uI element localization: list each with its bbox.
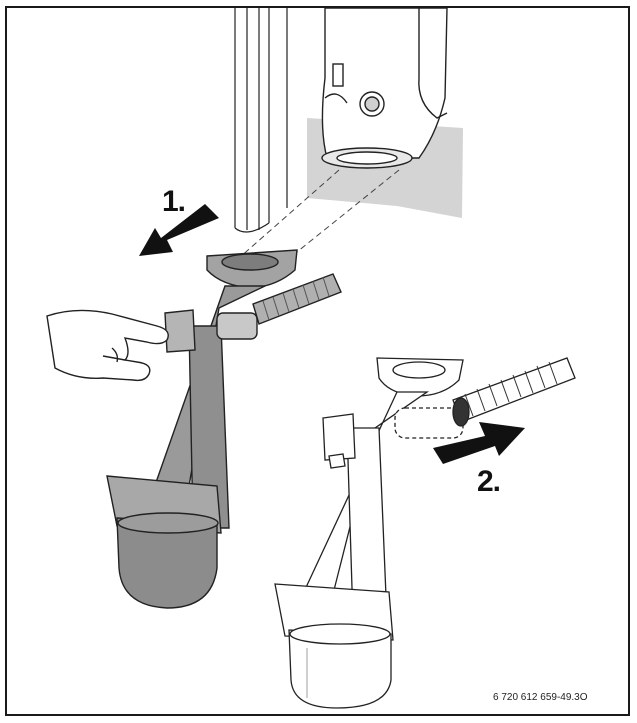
boiler-panel (234, 8, 288, 233)
boiler-connector (321, 8, 448, 169)
reference-code: 6 720 612 659-49.3O (493, 692, 588, 703)
hand-icon (46, 309, 169, 382)
figure-frame: 1. 2. 6 720 612 659-49.3O (5, 6, 630, 716)
arrow-left-down-icon (139, 204, 219, 256)
installed-siphon (274, 357, 576, 709)
guide-lines (238, 169, 400, 261)
step-2-label: 2. (477, 465, 501, 498)
installation-illustration (46, 8, 576, 709)
arrow-right-up-icon (433, 422, 525, 464)
removed-siphon (106, 249, 342, 609)
step-1-label: 1. (162, 185, 186, 218)
